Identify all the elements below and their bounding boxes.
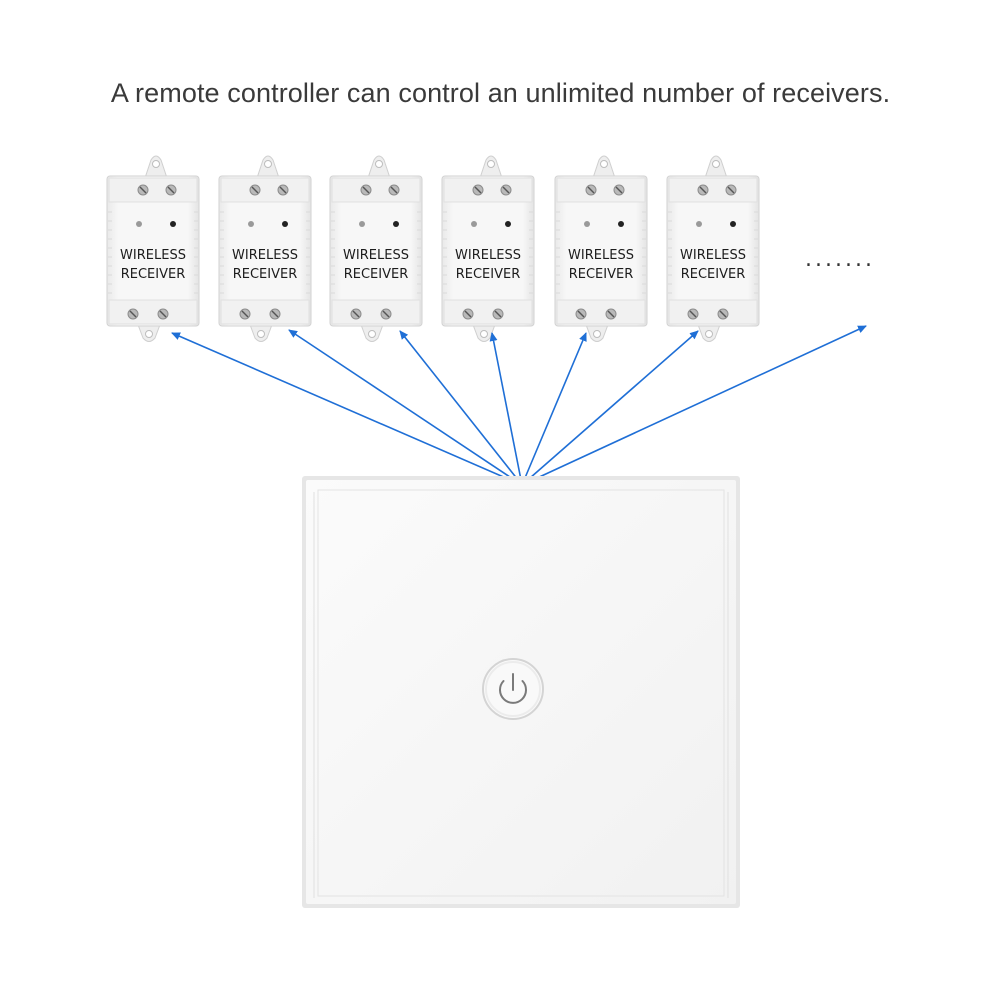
panel-inner-edge [317, 489, 725, 897]
signal-arrow [521, 332, 587, 486]
receiver-label-line2: RECEIVER [233, 267, 298, 282]
receiver-label-line1: WIRELESS [680, 248, 746, 263]
receiver-label-line2: RECEIVER [121, 267, 186, 282]
signal-arrow [171, 332, 523, 486]
receiver-label-line2: RECEIVER [456, 267, 521, 282]
receiver-label-line2: RECEIVER [681, 267, 746, 282]
receiver-label-line2: RECEIVER [569, 267, 634, 282]
more-receivers-indicator: ....... [805, 247, 875, 272]
signal-arrows [171, 325, 867, 486]
receiver-label-line1: WIRELESS [232, 248, 298, 263]
signal-arrow [399, 330, 523, 486]
touch-button[interactable] [482, 658, 544, 720]
wireless-receiver: WIRELESS RECEIVER [666, 155, 760, 342]
signal-arrow [521, 330, 699, 486]
signal-arrow [288, 329, 523, 486]
signal-arrow [521, 325, 867, 486]
receiver-label-line1: WIRELESS [343, 248, 409, 263]
receiver-label-line1: WIRELESS [120, 248, 186, 263]
receiver-label-line1: WIRELESS [455, 248, 521, 263]
wireless-receiver: WIRELESS RECEIVER [218, 155, 312, 342]
receiver-label-line2: RECEIVER [344, 267, 409, 282]
wall-switch-panel [302, 476, 740, 908]
receivers-row: WIRELESSRECEIVERWIRELESSRECEIVERWIRELESS… [106, 155, 760, 342]
wireless-receiver: WIRELESS RECEIVER [554, 155, 648, 342]
signal-arrow [489, 332, 523, 486]
power-icon [499, 673, 527, 704]
caption-text: A remote controller can control an unlim… [110, 78, 891, 108]
wireless-receiver: WIRELESS RECEIVER [329, 155, 423, 342]
wireless-receiver: WIRELESS RECEIVER [106, 155, 200, 342]
receiver-label-line1: WIRELESS [568, 248, 634, 263]
wireless-receiver: WIRELESS RECEIVER [441, 155, 535, 342]
